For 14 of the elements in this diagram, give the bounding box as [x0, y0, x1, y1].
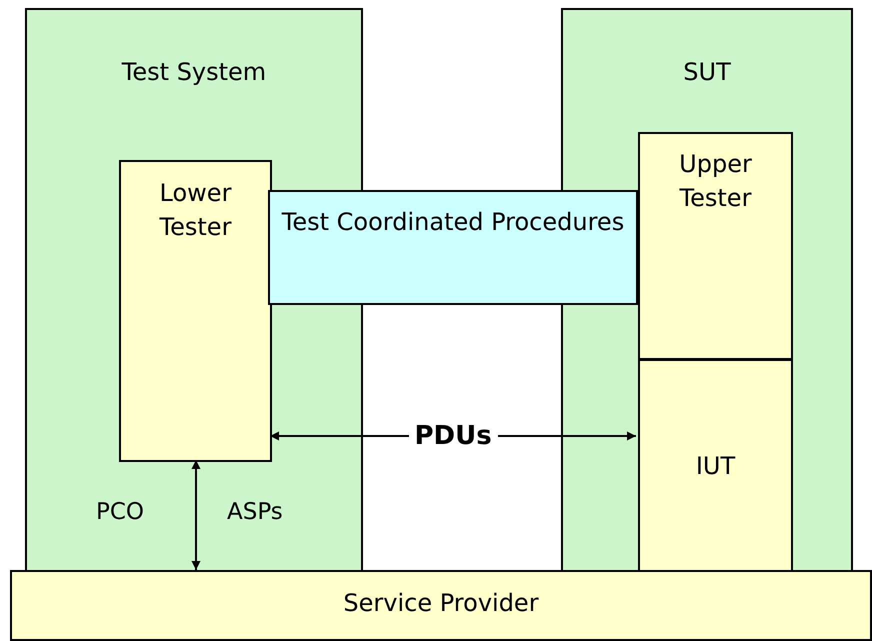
node-label: SUT [682, 57, 732, 88]
node-label: Upper Tester [678, 149, 753, 214]
node-label: Service Provider [342, 588, 540, 619]
arrow [192, 460, 200, 570]
node-label: Test Coordinated Procedures [280, 207, 626, 238]
node-label: Test System [120, 57, 268, 88]
process-box [268, 190, 638, 305]
node-label: IUT [694, 451, 736, 482]
node-label: Lower Tester [158, 178, 232, 243]
component-box [638, 132, 793, 360]
interface-label: PCO [96, 499, 144, 525]
interface-label: ASPs [227, 499, 283, 525]
layer-bar [10, 570, 872, 641]
component-box [119, 160, 272, 462]
